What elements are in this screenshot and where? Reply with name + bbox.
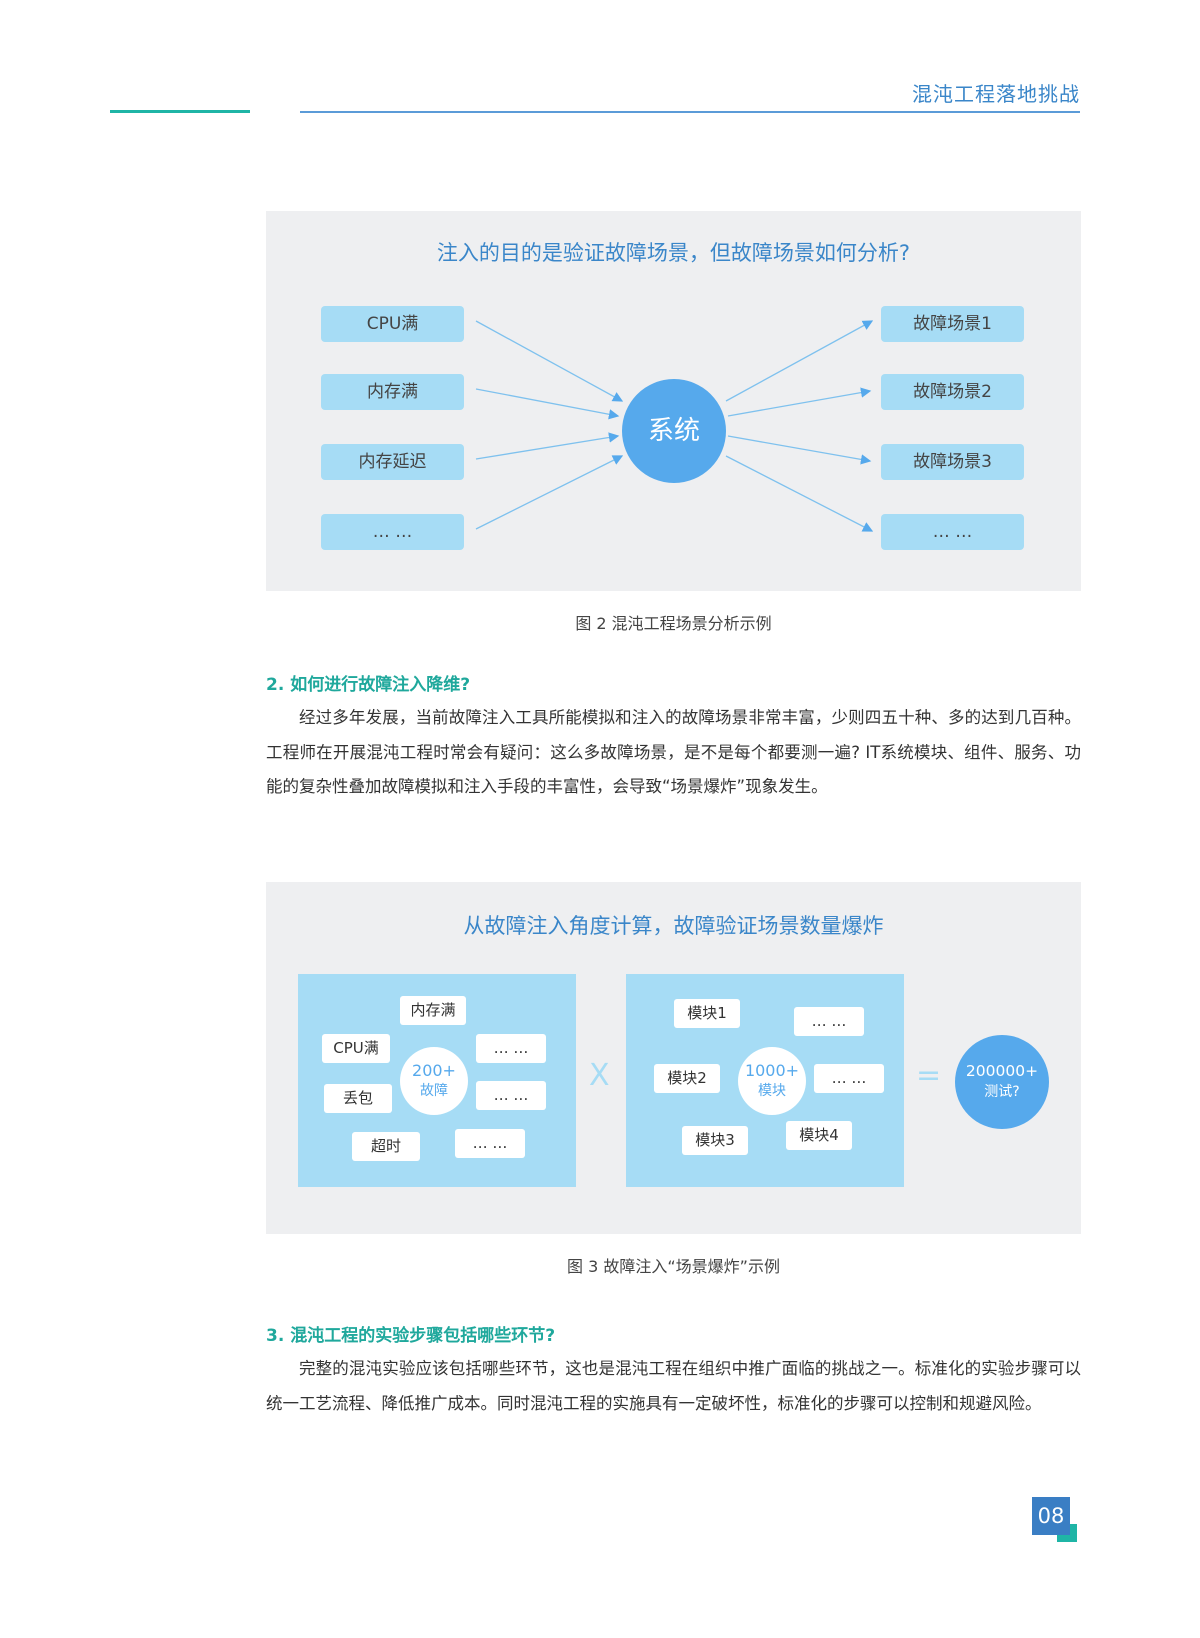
- fault-count-value: 200+: [412, 1061, 456, 1080]
- section-2-paragraph: 经过多年发展，当前故障注入工具所能模拟和注入的故障场景非常丰富，少则四五十种、多…: [266, 708, 1081, 796]
- module-panel: 模块1 … … 模块2 … … 模块3 模块4 1000+ 模块: [626, 974, 904, 1187]
- figure-3-caption: 图 3 故障注入“场景爆炸”示例: [567, 1257, 780, 1276]
- arrow-in-4: [475, 455, 624, 530]
- fault-packet-loss: 丢包: [324, 1084, 392, 1113]
- module-ellipsis-1: … …: [794, 1007, 864, 1036]
- fault-ellipsis-3: … …: [455, 1129, 525, 1158]
- result-value: 200000+: [965, 1062, 1039, 1080]
- fault-count-circle: 200+ 故障: [400, 1047, 468, 1115]
- input-memory-full: 内存满: [321, 374, 464, 410]
- figure-3-title: 从故障注入角度计算，故障验证场景数量爆炸: [463, 914, 884, 938]
- module-1: 模块1: [674, 999, 740, 1028]
- input-memory-latency: 内存延迟: [321, 444, 464, 480]
- fault-cpu-full: CPU满: [322, 1034, 390, 1063]
- module-3: 模块3: [682, 1126, 748, 1155]
- system-circle: 系统: [622, 379, 726, 483]
- figure-3-scenario-explosion: 从故障注入角度计算，故障验证场景数量爆炸 内存满 CPU满 … … … … 丢包…: [266, 882, 1081, 1234]
- times-operator: X: [589, 1058, 610, 1093]
- section-3-paragraph: 完整的混沌实验应该包括哪些环节，这也是混沌工程在组织中推广面临的挑战之一。标准化…: [266, 1359, 1081, 1413]
- output-scenario-1: 故障场景1: [881, 306, 1024, 342]
- page-number: 08: [1032, 1497, 1070, 1535]
- arrow-out-1: [725, 320, 874, 402]
- output-ellipsis: … …: [881, 514, 1024, 550]
- output-scenario-3: 故障场景3: [881, 444, 1024, 480]
- arrow-in-3: [475, 432, 620, 460]
- arrow-in-1: [475, 320, 624, 402]
- input-cpu-full: CPU满: [321, 306, 464, 342]
- figure-2-scenario-analysis: 注入的目的是验证故障场景，但故障场景如何分析? CPU满 内存满 内存延迟 … …: [266, 211, 1081, 591]
- module-2: 模块2: [654, 1064, 720, 1093]
- result-label: 测试?: [984, 1084, 1020, 1100]
- fault-ellipsis-2: … …: [476, 1081, 546, 1110]
- output-scenario-2: 故障场景2: [881, 374, 1024, 410]
- figure-2-title: 注入的目的是验证故障场景，但故障场景如何分析?: [436, 241, 911, 265]
- result-circle: 200000+ 测试?: [955, 1035, 1049, 1129]
- header-title: 混沌工程落地挑战: [912, 82, 1080, 106]
- equals-operator: =: [916, 1058, 942, 1093]
- figure-2-arrows: [475, 320, 874, 532]
- fault-ellipsis-1: … …: [476, 1034, 546, 1063]
- header-accent-line: [110, 110, 250, 113]
- fault-timeout: 超时: [352, 1132, 420, 1161]
- arrow-in-2: [475, 388, 620, 420]
- arrow-out-4: [725, 455, 874, 532]
- arrow-out-3: [727, 435, 872, 465]
- fault-count-label: 故障: [420, 1083, 448, 1099]
- fault-panel: 内存满 CPU满 … … … … 丢包 超时 … … 200+ 故障: [298, 974, 576, 1187]
- figure-2-caption: 图 2 混沌工程场景分析示例: [575, 614, 772, 633]
- section-3-heading: 3. 混沌工程的实验步骤包括哪些环节?: [266, 1326, 556, 1346]
- fault-memory-full: 内存满: [400, 996, 466, 1025]
- module-count-circle: 1000+ 模块: [738, 1047, 806, 1115]
- module-count-label: 模块: [758, 1083, 786, 1099]
- input-ellipsis: … …: [321, 514, 464, 550]
- module-4: 模块4: [786, 1121, 852, 1150]
- header-rule: [300, 111, 1080, 113]
- module-count-value: 1000+: [744, 1061, 800, 1080]
- module-ellipsis-2: … …: [814, 1064, 884, 1093]
- arrow-out-2: [727, 387, 872, 417]
- section-2-heading: 2. 如何进行故障注入降维?: [266, 675, 471, 695]
